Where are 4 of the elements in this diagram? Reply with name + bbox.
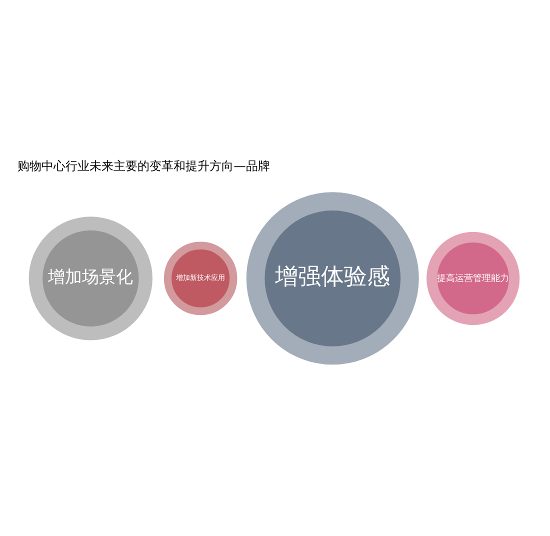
diagram-title: 购物中心行业未来主要的变革和提升方向—品牌 <box>18 158 270 172</box>
node-circle: 增加场景化 <box>28 216 152 340</box>
node-circle: 提高运营管理能力 <box>426 231 520 324</box>
node-circle: 增强体验感 <box>246 192 419 364</box>
